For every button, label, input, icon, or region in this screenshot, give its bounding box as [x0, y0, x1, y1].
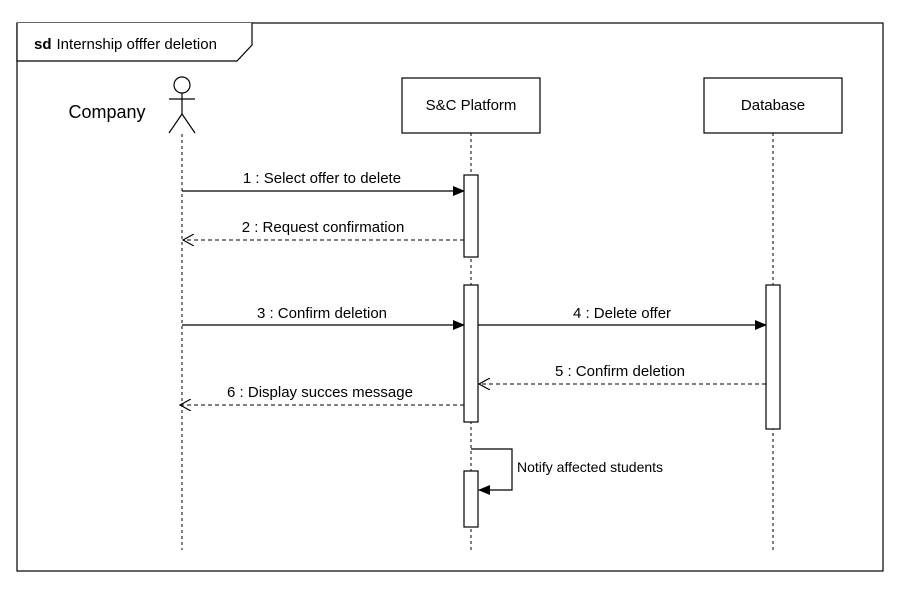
actor-company: Company — [68, 76, 196, 134]
message-1-label: 1 : Select offer to delete — [243, 170, 401, 187]
self-message-arrow — [471, 448, 513, 495]
frame-keyword: sd — [34, 36, 52, 53]
participant-platform: S&C Platform — [401, 77, 541, 134]
actor-left-leg — [168, 113, 183, 134]
actor-head-icon — [173, 76, 191, 94]
message-5-label: 5 : Confirm deletion — [555, 363, 685, 380]
message-4-label: 4 : Delete offer — [573, 305, 671, 322]
message-2-label: 2 : Request confirmation — [242, 219, 405, 236]
frame-title: Internship offfer deletion — [57, 36, 217, 53]
activation-bar-database — [765, 284, 781, 430]
message-3-label: 3 : Confirm deletion — [257, 305, 387, 322]
message-6-label: 6 : Display succes message — [227, 384, 413, 401]
activation-bar-platform-2 — [463, 284, 479, 423]
actor-right-leg — [181, 113, 196, 134]
frame-title-text: sd Internship offfer deletion — [34, 36, 217, 53]
frame-title-tab — [16, 23, 253, 62]
activation-bar-platform-3 — [463, 470, 479, 528]
activation-bar-platform-1 — [463, 174, 479, 258]
self-message-label: Notify affected students — [517, 459, 663, 475]
participant-box — [703, 77, 843, 134]
participant-database: Database — [703, 77, 843, 134]
participant-label: S&C Platform — [426, 97, 517, 114]
actor-label: Company — [68, 102, 145, 122]
participant-box — [401, 77, 541, 134]
participant-label: Database — [741, 97, 805, 114]
